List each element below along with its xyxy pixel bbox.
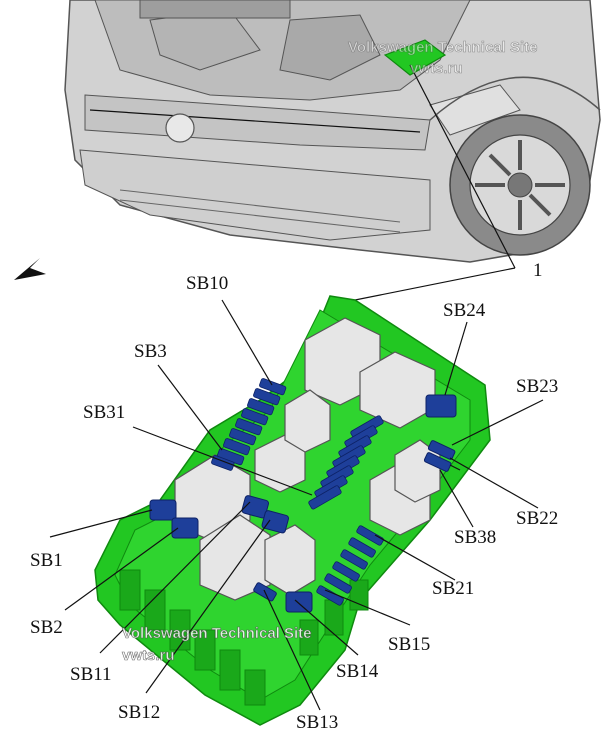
label-sb22: SB22 [516, 508, 558, 529]
leader-lines [49, 299, 544, 711]
fuse-box-illustration [94, 295, 491, 726]
label-sb31: SB31 [83, 402, 125, 423]
label-sb23: SB23 [516, 376, 558, 397]
fuse-labels: SB10 SB3 SB31 SB24 SB23 SB1 SB2 SB11 SB1… [30, 273, 558, 733]
label-sb13: SB13 [296, 712, 338, 733]
svg-text:Volkswagen Technical Site: Volkswagen Technical Site [348, 39, 538, 56]
label-sb2: SB2 [30, 617, 63, 638]
svg-text:Volkswagen Technical Site: Volkswagen Technical Site [122, 625, 312, 642]
label-sb24: SB24 [443, 300, 486, 321]
svg-text:vwts.ru: vwts.ru [410, 60, 463, 77]
watermark-bottom: Volkswagen Technical Site vwts.ru [122, 625, 312, 665]
svg-text:vwts.ru: vwts.ru [122, 647, 175, 664]
direction-arrow-icon [14, 258, 46, 280]
label-sb1: SB1 [30, 550, 63, 571]
label-sb21: SB21 [432, 578, 474, 599]
callout-1: 1 [344, 64, 543, 303]
label-sb10: SB10 [186, 273, 228, 294]
label-sb12: SB12 [118, 702, 160, 723]
label-sb3: SB3 [134, 341, 167, 362]
callout-1-label: 1 [533, 260, 543, 281]
label-sb15: SB15 [388, 634, 430, 655]
label-sb14: SB14 [336, 661, 379, 682]
label-sb38: SB38 [454, 527, 496, 548]
watermark-top: Volkswagen Technical Site vwts.ru [348, 39, 538, 78]
car-front-illustration [64, 0, 601, 263]
label-sb11: SB11 [70, 664, 112, 685]
